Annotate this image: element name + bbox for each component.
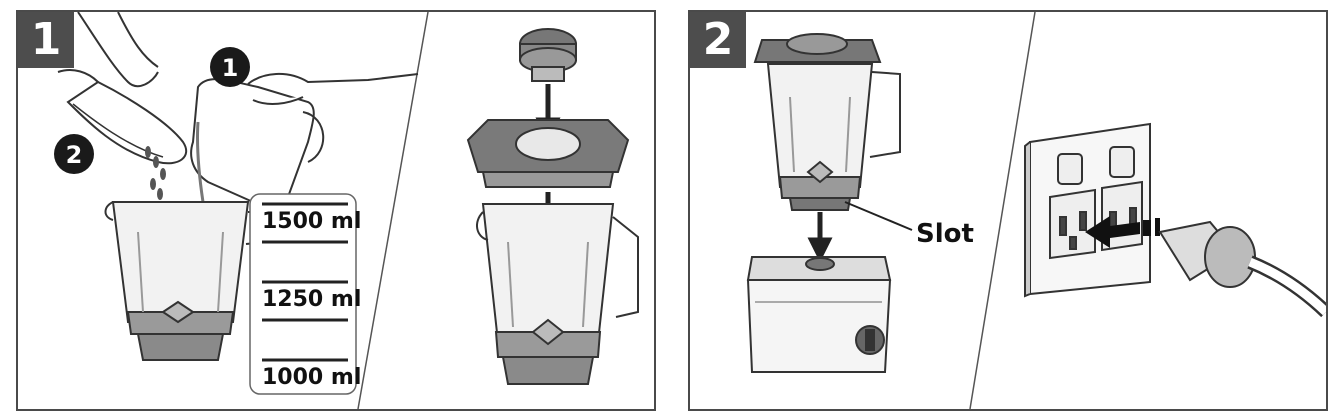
power-plug-icon: [1158, 220, 1326, 318]
plug-in-arrow-icon: [1085, 216, 1160, 248]
callout-1: 1: [210, 47, 250, 87]
step-1-panel: 1: [16, 10, 656, 411]
step-1-illustration: 2 1: [54, 12, 639, 409]
blender-jar-with-lid-icon: [753, 33, 901, 211]
capacity-mark-1000: 1000 ml: [262, 365, 361, 390]
panel-divider-line: [357, 12, 429, 409]
callout-2-label: 2: [66, 141, 83, 169]
capacity-mark-1500: 1500 ml: [262, 209, 361, 234]
lid-cap-icon: [519, 28, 577, 82]
wall-outlet-icon: [1024, 122, 1151, 298]
water-jug-icon: [190, 78, 325, 207]
blender-jar-right-icon: [476, 203, 639, 385]
panel-divider-line: [969, 12, 1036, 409]
slot-leader-line: [844, 201, 913, 231]
blender-jar-icon: [104, 201, 267, 361]
motor-base-icon: [746, 256, 892, 373]
step-2-illustration: Slot: [746, 12, 1326, 409]
lid-icon: [466, 119, 630, 188]
capacity-scale: 1500 ml 1250 ml 1000 ml: [249, 193, 361, 395]
capacity-mark-1250: 1250 ml: [262, 287, 361, 312]
step-number-badge: 1: [18, 12, 74, 68]
hand-holding-jug-icon: [247, 72, 419, 105]
hand-holding-bowl-icon: [57, 12, 188, 165]
callout-2: 2: [54, 134, 94, 174]
callout-1-label: 1: [222, 54, 239, 82]
step-2-panel: 2 Slot: [688, 10, 1328, 411]
slot-label: Slot: [916, 219, 974, 249]
step-number-badge: 2: [690, 12, 746, 68]
